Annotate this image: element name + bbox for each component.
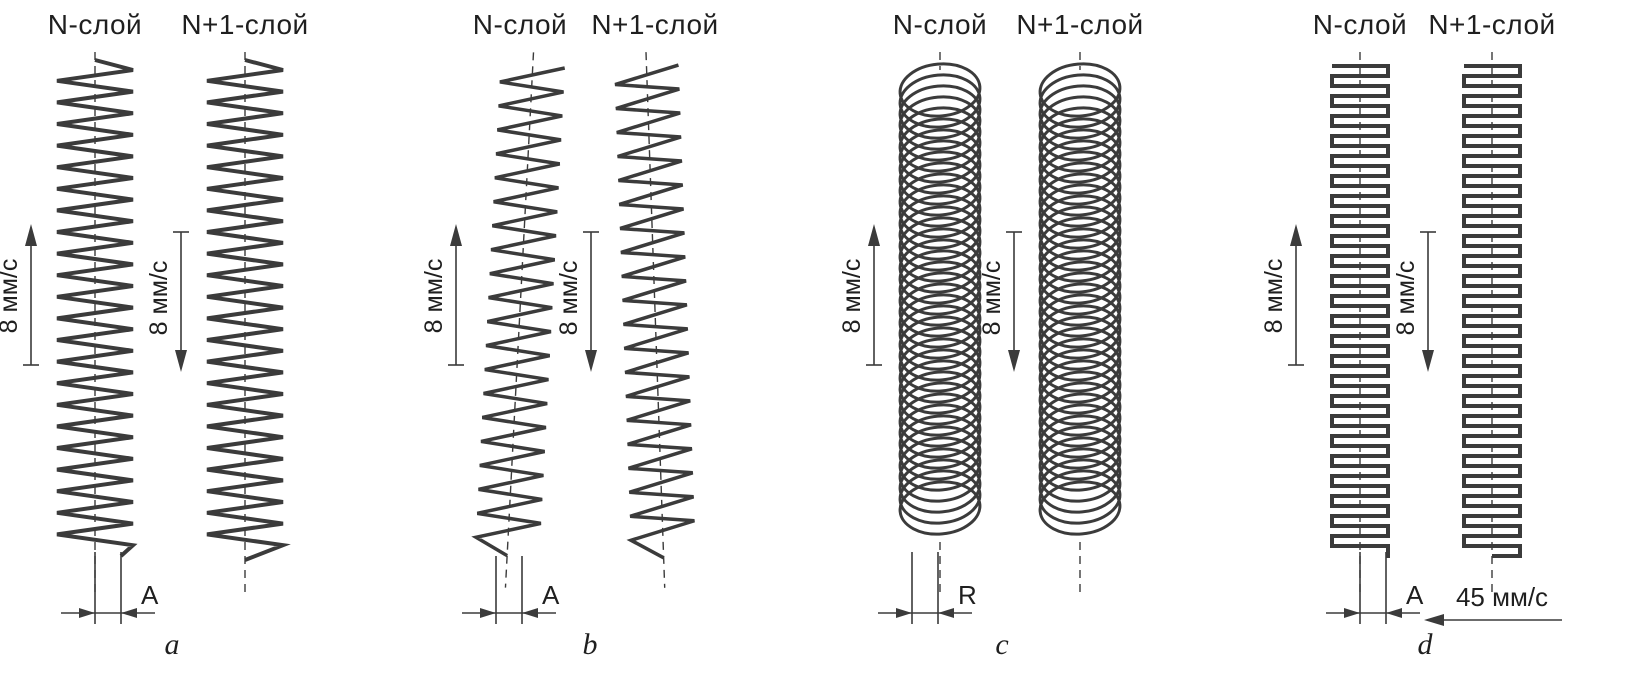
layer-n1-label: N+1-слой [1428,9,1555,40]
arrow-right-icon [1344,608,1360,618]
panel-letter: c [995,628,1008,661]
speed-label: 8 мм/с [978,261,1006,336]
arrow-left-icon [938,608,954,618]
panel-letter: b [583,628,598,661]
dimension-label: R [958,580,977,610]
speed-label: 8 мм/с [1392,261,1420,336]
arrow-left-icon [522,608,538,618]
arrow-up-icon [868,224,880,246]
speed-label: 8 мм/с [1260,259,1288,334]
panel-a: N-слой N+1-слой 8 мм/с 8 мм/с A a [0,9,308,661]
arrow-right-icon [79,608,95,618]
dimension: A [61,552,159,624]
arrow-up-icon [25,224,37,246]
scan-pattern [206,58,291,562]
panel-c: N-слой N+1-слой 8 мм/с 8 мм/с R [838,9,1143,661]
dimension: A [462,556,560,624]
speed-label: 8 мм/с [838,259,866,334]
speed-label: 8 мм/с [0,259,23,334]
scan-pattern [898,62,982,536]
dimension-label: A [1406,580,1424,610]
speed-label: 8 мм/с [555,261,583,336]
panel-letter: d [1418,628,1434,661]
horizontal-speed-label: 45 мм/с [1456,582,1548,612]
speed-annotation-up: 8 мм/с [420,224,464,366]
dimension-label: A [542,580,560,610]
speed-label: 8 мм/с [145,261,173,336]
arrow-down-icon [585,350,597,372]
scan-pattern [1038,62,1122,536]
dimension: R [878,552,977,624]
layer-n1-label: N+1-слой [181,9,308,40]
arrow-down-icon [1422,350,1434,372]
layer-n1-label: N+1-слой [591,9,718,40]
speed-annotation-down: 8 мм/с [145,231,189,372]
center-axis [504,52,535,588]
arrow-up-icon [1290,224,1302,246]
dimension: A [1326,552,1424,624]
scan-pattern [614,63,695,560]
arrow-left-icon [121,608,137,618]
tilted-column [471,52,566,588]
speed-annotation-up: 8 мм/с [838,224,882,366]
panel-letter: a [165,628,180,661]
scan-pattern [1330,64,1390,558]
center-axis [645,52,666,588]
layer-n-label: N-слой [893,9,987,40]
arrow-left-icon [1386,608,1402,618]
speed-annotation-down: 8 мм/с [1392,231,1436,372]
layer-n-label: N-слой [48,9,142,40]
speed-annotation-up: 8 мм/с [0,224,39,366]
layer-n1-label: N+1-слой [1016,9,1143,40]
scan-pattern [471,66,566,558]
dimension-label: A [141,580,159,610]
scan-pattern [56,58,138,558]
arrow-right-icon [896,608,912,618]
layer-n-label: N-слой [1313,9,1407,40]
speed-annotation-down: 8 мм/с [978,231,1022,372]
panel-d: N-слой N+1-слой 8 мм/с 8 мм/с A 45 [1260,9,1562,661]
speed-label: 8 мм/с [420,259,448,334]
layer-n-label: N-слой [473,9,567,40]
arrow-down-icon [175,350,187,372]
arrow-left-icon [1424,614,1444,626]
arrow-right-icon [480,608,496,618]
speed-annotation-up: 8 мм/с [1260,224,1304,366]
tilted-column [614,52,695,588]
scan-pattern [1462,64,1522,558]
panel-b: N-слой N+1-слой 8 мм/с 8 мм/с [420,9,718,661]
speed-annotation-down: 8 мм/с [555,231,599,372]
arrow-up-icon [450,224,462,246]
horizontal-speed-annotation: 45 мм/с [1424,582,1562,626]
arrow-down-icon [1008,350,1020,372]
